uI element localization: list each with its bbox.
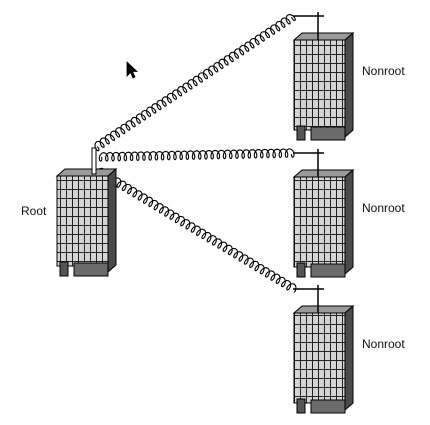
mouse-pointer-icon [126, 61, 139, 79]
root-label: Root [21, 204, 47, 218]
wireless-link-2 [98, 148, 295, 162]
root-building [55, 167, 118, 277]
nonroot-label-3: Nonroot [362, 337, 405, 351]
nonroot-building-3 [292, 304, 355, 414]
nonroot-label-1: Nonroot [362, 64, 405, 78]
wireless-links [94, 14, 297, 293]
root-antenna [91, 147, 97, 175]
nonroot-building-1 [292, 31, 355, 141]
nonroot-antenna-2 [293, 149, 324, 177]
nonroot-label-2: Nonroot [362, 201, 405, 215]
wireless-link-3 [95, 167, 297, 293]
nonroot-antenna-3 [293, 285, 324, 313]
nonroot-antenna-1 [293, 12, 324, 40]
nonroot-building-2 [292, 168, 355, 278]
wireless-link-1 [94, 14, 296, 152]
